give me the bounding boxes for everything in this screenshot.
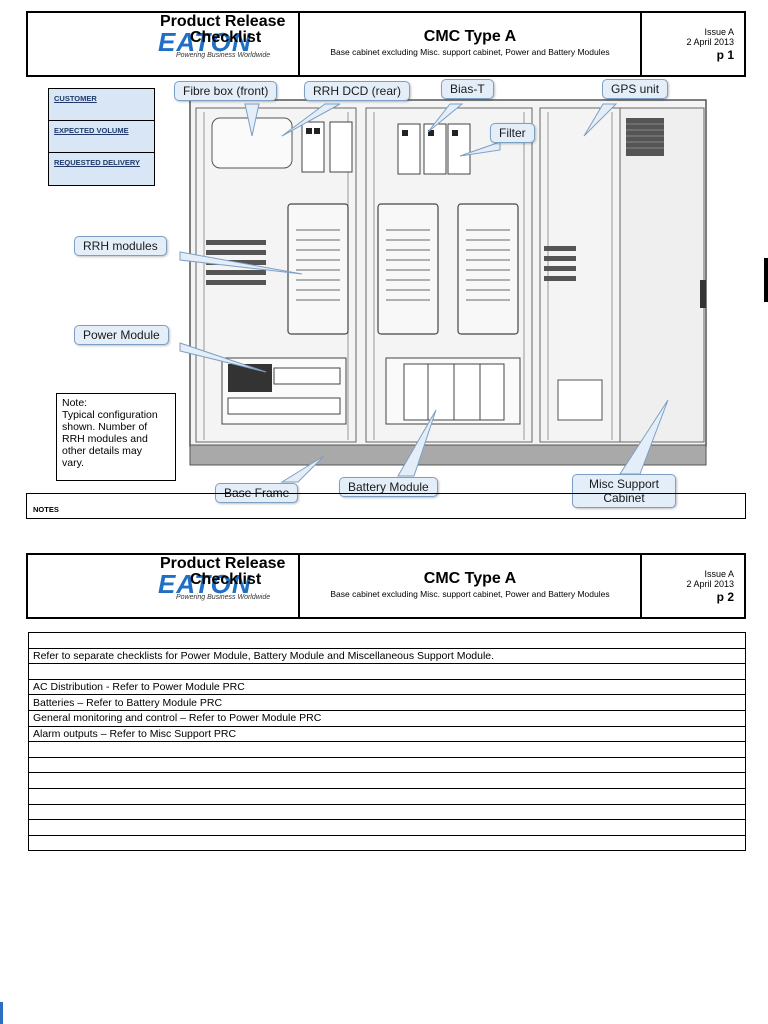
customer-field[interactable]: CUSTOMER: [49, 89, 154, 121]
issue-date: 2 April 2013: [686, 579, 734, 589]
title-line-1: Product Release: [160, 555, 286, 572]
table-row: [28, 663, 746, 680]
callout-rrh-modules: RRH modules: [74, 236, 167, 256]
title-line-2: Checklist: [190, 571, 262, 588]
issue-label: Issue A 2 April 2013: [642, 569, 734, 589]
issue-text: Issue A: [704, 27, 734, 37]
header-logo-cell: EATON Powering Business Worldwide Produc…: [28, 13, 300, 75]
note-box: Note: Typical configuration shown. Numbe…: [56, 393, 176, 481]
callout-filter: Filter: [490, 123, 535, 143]
table-cell[interactable]: Batteries – Refer to Battery Module PRC: [28, 694, 746, 711]
table-row: Alarm outputs – Refer to Misc Support PR…: [28, 725, 746, 743]
table-row: [28, 803, 746, 821]
title-line-2: Checklist: [190, 29, 262, 46]
table-cell[interactable]: [28, 834, 746, 852]
table-row: Refer to separate checklists for Power M…: [28, 647, 746, 665]
product-release-title: Product Release Checklist: [160, 556, 300, 588]
callout-rrh-dcd: RRH DCD (rear): [304, 81, 410, 101]
title-line-1: Product Release: [160, 13, 286, 30]
page-number: p 2: [716, 590, 734, 604]
header-issue-cell: Issue A 2 April 2013 p 1: [642, 13, 744, 75]
callout-fibre-box: Fibre box (front): [174, 81, 278, 101]
table-row: Batteries – Refer to Battery Module PRC: [28, 694, 746, 711]
note-line: vary.: [62, 457, 84, 469]
doc-title: CMC Type A: [423, 28, 517, 45]
note-line: Typical configuration: [62, 409, 158, 421]
note-line: RRH modules and: [62, 433, 148, 445]
table-cell[interactable]: [28, 632, 746, 649]
eaton-logo: EATON: [158, 27, 252, 57]
table-cell[interactable]: [28, 663, 746, 680]
issue-date: 2 April 2013: [686, 37, 734, 47]
header-issue-cell: Issue A 2 April 2013 p 2: [642, 555, 744, 617]
header-title-cell: CMC Type A Base cabinet excluding Misc. …: [300, 555, 642, 617]
doc-subtitle: Base cabinet excluding Misc. support cab…: [330, 589, 610, 599]
product-release-title: Product Release Checklist: [160, 14, 300, 46]
table-cell[interactable]: AC Distribution - Refer to Power Module …: [28, 678, 746, 696]
callout-power-module: Power Module: [74, 325, 169, 345]
table-row: [28, 834, 746, 852]
table-cell[interactable]: General monitoring and control – Refer t…: [28, 709, 746, 727]
doc-title: CMC Type A: [423, 570, 517, 587]
issue-text: Issue A: [704, 569, 734, 579]
table-row: [28, 632, 746, 649]
table-cell[interactable]: [28, 787, 746, 805]
table-row: AC Distribution - Refer to Power Module …: [28, 678, 746, 696]
page-number: p 1: [716, 48, 734, 62]
eaton-logo: EATON: [158, 569, 252, 599]
table-row: [28, 819, 746, 836]
page-edge-marker: [0, 1002, 3, 1024]
table-cell[interactable]: [28, 756, 746, 774]
table-cell[interactable]: Alarm outputs – Refer to Misc Support PR…: [28, 725, 746, 743]
customer-info-box: CUSTOMER EXPECTED VOLUME REQUESTED DELIV…: [48, 88, 155, 186]
requested-delivery-field[interactable]: REQUESTED DELIVERY: [54, 158, 140, 167]
table-cell[interactable]: Refer to separate checklists for Power M…: [28, 647, 746, 665]
table-row: [28, 741, 746, 758]
callout-gps-unit: GPS unit: [602, 79, 669, 99]
scroll-edge-marker: [764, 258, 768, 302]
doc-subtitle: Base cabinet excluding Misc. support cab…: [330, 47, 610, 57]
table-row: [28, 787, 746, 805]
table-cell[interactable]: [28, 772, 746, 789]
page2-header: EATON Powering Business Worldwide Produc…: [26, 553, 746, 619]
issue-label: Issue A 2 April 2013: [642, 27, 734, 47]
callout-misc-support: Misc Support Cabinet: [572, 474, 676, 508]
logo-tagline: Powering Business Worldwide: [176, 594, 271, 601]
logo-tagline: Powering Business Worldwide: [176, 52, 271, 59]
table-cell[interactable]: [28, 819, 746, 836]
table-row: General monitoring and control – Refer t…: [28, 709, 746, 727]
table-row: [28, 756, 746, 774]
table-cell[interactable]: [28, 741, 746, 758]
expected-volume-field[interactable]: EXPECTED VOLUME: [49, 121, 154, 153]
table-row: [28, 772, 746, 789]
callout-bias-t: Bias-T: [441, 79, 494, 99]
callout-battery-module: Battery Module: [339, 477, 438, 497]
page1-header: EATON Powering Business Worldwide Produc…: [26, 11, 746, 77]
checklist-table: Refer to separate checklists for Power M…: [28, 632, 746, 852]
note-line: shown. Number of: [62, 421, 148, 433]
header-logo-cell: EATON Powering Business Worldwide Produc…: [28, 555, 300, 617]
header-title-cell: CMC Type A Base cabinet excluding Misc. …: [300, 13, 642, 75]
note-line: other details may: [62, 445, 142, 457]
note-line: Note:: [62, 397, 88, 409]
notes-field[interactable]: NOTES: [26, 493, 746, 519]
table-cell[interactable]: [28, 803, 746, 821]
